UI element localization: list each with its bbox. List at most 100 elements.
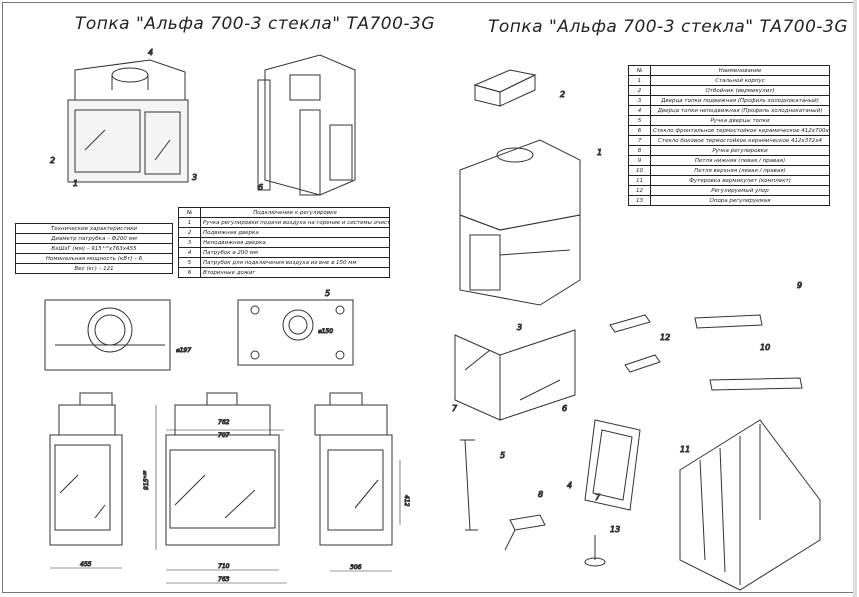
row-num: 3 [628,95,651,106]
part-adjustable-foot [584,535,606,567]
part-doors [454,329,576,421]
callout-4: 4 [148,48,153,57]
row-text: Отбойник (вермикулит) [650,85,830,96]
row-text: Дверца топки неподвижная (Профиль холодн… [650,105,830,116]
row-text: Вторичные дожиг [200,267,390,278]
callout-13: 13 [610,525,620,534]
dim-diameter-197: ⌀197 [176,347,191,354]
row-num: 6 [628,125,651,136]
dim-762: 762 [218,419,230,426]
parts-header-name: Наименование [650,65,830,76]
row-num: 8 [628,145,651,156]
tech-row: ВхШхГ (мм) – 915⁺¹⁵х763х455 [15,243,173,254]
row-num: 4 [178,247,201,258]
callout-12: 12 [660,333,670,342]
front-view [165,392,280,546]
row-text: Регулируемый упор [650,185,830,196]
row-num: 6 [178,267,201,278]
row-num: 5 [628,115,651,126]
tech-row: Номинальная мощность (кВт) – 6 [15,253,173,264]
callout-2: 2 [50,156,55,165]
row-num: 9 [628,155,651,166]
row-text: Стекло боковое термостойкое керамическое… [650,135,830,146]
dim-915: 915⁺¹⁵ [143,470,150,490]
iso-view-front [67,59,189,183]
iso-view-back [257,54,356,196]
dim-763-bottom: 763 [218,576,230,583]
legend-header-num: № [178,207,201,218]
side-view-left [49,392,123,546]
legend-header-name: Подключение к регулировке [200,207,390,218]
row-text: Ручка регулировки [650,145,830,156]
top-view-right [237,299,354,366]
row-text: Стальной корпус [650,75,830,86]
row-text: Патрубок ⌀ 200 мм [200,247,390,258]
callout-9: 9 [797,281,802,290]
tech-row: Вес (кг) – 121 [15,263,173,274]
tech-header: Технические характеристики [15,223,173,234]
row-text: Опора регулируемая [650,195,830,206]
row-text: Футеровка вермикулит (комплект) [650,175,830,186]
tech-specs-table: Технические характеристики Диаметр патру… [15,223,173,274]
callout-7: 7 [452,404,458,413]
row-num: 1 [628,75,651,86]
part-door-frame [584,419,641,511]
row-num: 13 [628,195,651,206]
row-num: 7 [628,135,651,146]
row-num: 3 [178,237,201,248]
scrollbar[interactable] [853,0,857,597]
side-view-right [314,392,393,546]
part-steel-body [459,139,581,306]
callout-1: 1 [73,179,78,188]
callout-10: 10 [760,343,770,352]
callout-5-right: 5 [500,451,505,460]
callout-4-right: 4 [567,481,572,490]
callout-6-right: 6 [562,404,567,413]
dimension-lines [50,405,401,584]
row-text: Патрубок для подключения воздуха из вне … [200,257,390,268]
part-regulator-handle [504,514,546,551]
callout-5: 5 [325,289,330,298]
dim-diameter-150: ⌀150 [318,328,333,335]
row-text: Ручка дверцы топки [650,115,830,126]
part-vermiculite-deflector [473,69,537,107]
dim-710: 710 [218,563,230,570]
row-num: 1 [178,217,201,228]
row-num: 11 [628,175,651,186]
row-num: 5 [178,257,201,268]
row-text: Петля нижняя (левая / правая) [650,155,830,166]
tech-row: Диаметр патрубка – Ф200 мм [15,233,173,244]
row-text: Стекло фронтальное термостойкое керамиче… [650,125,830,136]
row-text: Подвижная дверка [200,227,390,238]
callout-3: 3 [192,173,197,182]
callout-3-right: 3 [517,323,522,332]
dim-707: 707 [218,432,230,439]
top-view-left [44,299,171,371]
row-num: 2 [178,227,201,238]
callout-11: 11 [680,445,690,454]
part-vermiculite-lining [679,419,821,591]
row-text: Петля верхняя (левая / правая) [650,165,830,176]
dim-412: 412 [403,495,410,507]
dim-306: 306 [350,564,362,571]
callout-1-right: 1 [597,148,602,157]
